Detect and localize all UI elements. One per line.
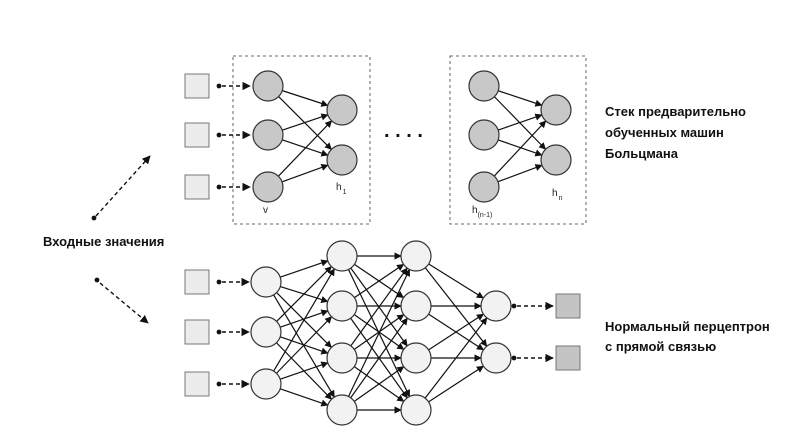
mlp-node bbox=[326, 290, 358, 322]
mlp-edge bbox=[353, 366, 405, 402]
rbm-1-edge bbox=[282, 90, 329, 107]
mlp-edge bbox=[350, 267, 408, 347]
mlp-node bbox=[326, 240, 358, 272]
mlp-edge bbox=[424, 267, 488, 347]
mlp-node bbox=[480, 342, 512, 374]
mlp-input-box bbox=[184, 319, 210, 345]
rbm-n-edge bbox=[493, 120, 547, 177]
mlp-edge bbox=[273, 268, 335, 372]
ellipsis: . . . . bbox=[384, 120, 423, 142]
mlp-edge bbox=[276, 266, 332, 322]
dbn-input-dot bbox=[216, 184, 222, 190]
rbm-1-hidden-node bbox=[326, 144, 358, 176]
mlp-edge bbox=[424, 317, 488, 399]
rbm-n-frame bbox=[449, 55, 587, 225]
rbm-1-visible-node bbox=[252, 171, 284, 203]
rbm-n-visible-node bbox=[468, 171, 500, 203]
mlp-node bbox=[250, 266, 282, 298]
rbm-1-hidden-label: h1 bbox=[336, 182, 347, 196]
rbm-n-edge bbox=[497, 113, 543, 131]
dbn-input-box bbox=[184, 174, 210, 200]
mlp-edge bbox=[428, 313, 485, 351]
rbm-1-hidden-node bbox=[326, 94, 358, 126]
rbm-n-edge bbox=[497, 139, 543, 157]
mlp-node bbox=[326, 342, 358, 374]
mlp-node bbox=[400, 394, 432, 426]
mlp-input-dot bbox=[216, 279, 222, 285]
mlp-edge bbox=[276, 316, 333, 374]
mlp-edge bbox=[428, 365, 485, 403]
dbn-input-dot bbox=[216, 83, 222, 89]
mlp-edge bbox=[350, 317, 408, 399]
mlp-edge bbox=[354, 263, 405, 299]
rbm-1-edge bbox=[282, 139, 329, 157]
dbn-caption-line-1: Стек предварительно bbox=[605, 104, 746, 119]
rbm-n-visible-node bbox=[468, 119, 500, 151]
rbm-n-hidden-node bbox=[540, 144, 572, 176]
mlp-node bbox=[400, 342, 432, 374]
mlp-output-box bbox=[555, 293, 581, 319]
dbn-input-box bbox=[184, 122, 210, 148]
mlp-input-dot bbox=[216, 381, 222, 387]
rbm-n-visible-label: h(n-1) bbox=[472, 205, 492, 219]
rbm-1-edge bbox=[281, 163, 329, 183]
mlp-edge bbox=[279, 361, 329, 380]
mlp-caption-line-1: Нормальный перцептрон bbox=[605, 319, 770, 334]
mlp-edge bbox=[279, 388, 329, 407]
mlp-edge bbox=[347, 268, 411, 397]
mlp-caption-line-2: с прямой связью bbox=[605, 339, 716, 354]
mlp-output-dot bbox=[511, 303, 517, 309]
mlp-node bbox=[250, 368, 282, 400]
rbm-1-visible-node bbox=[252, 70, 284, 102]
rbm-1-visible-node bbox=[252, 119, 284, 151]
mlp-output-box bbox=[555, 345, 581, 371]
rbm-n-hidden-node bbox=[540, 94, 572, 126]
dbn-input-dot bbox=[216, 132, 222, 138]
neurons bbox=[91, 70, 581, 426]
mlp-edge bbox=[279, 259, 329, 278]
mlp-output-dot bbox=[511, 355, 517, 361]
rbm-1-edge bbox=[277, 120, 333, 177]
mlp-edge bbox=[428, 263, 484, 299]
rbm-n-edge bbox=[497, 164, 543, 183]
input-up-dot bbox=[91, 215, 97, 221]
rbm-1-edge bbox=[282, 113, 329, 131]
rbm-n-hidden-label: hn bbox=[552, 188, 563, 202]
input-up-arrow bbox=[95, 155, 151, 217]
dbn-input-box bbox=[184, 73, 210, 99]
rbm-1-frame bbox=[232, 55, 371, 225]
dbn-caption-line-3: Больцмана bbox=[605, 146, 679, 161]
mlp-node bbox=[400, 240, 432, 272]
connections bbox=[95, 81, 554, 414]
input-down-arrow bbox=[99, 282, 149, 324]
rbm-1-visible-label: v bbox=[263, 205, 268, 216]
rbm-n-visible-node bbox=[468, 70, 500, 102]
input-values-label: Входные значения bbox=[43, 234, 164, 249]
mlp-node bbox=[326, 394, 358, 426]
mlp-node bbox=[250, 316, 282, 348]
mlp-edge bbox=[273, 294, 335, 398]
dbn-caption-line-2: обученных машин bbox=[605, 125, 724, 140]
mlp-node bbox=[400, 290, 432, 322]
rbm-n-edge bbox=[498, 90, 543, 107]
mlp-input-box bbox=[184, 269, 210, 295]
mlp-node bbox=[480, 290, 512, 322]
mlp-input-dot bbox=[216, 329, 222, 335]
mlp-input-box bbox=[184, 371, 210, 397]
input-down-dot bbox=[94, 277, 100, 283]
